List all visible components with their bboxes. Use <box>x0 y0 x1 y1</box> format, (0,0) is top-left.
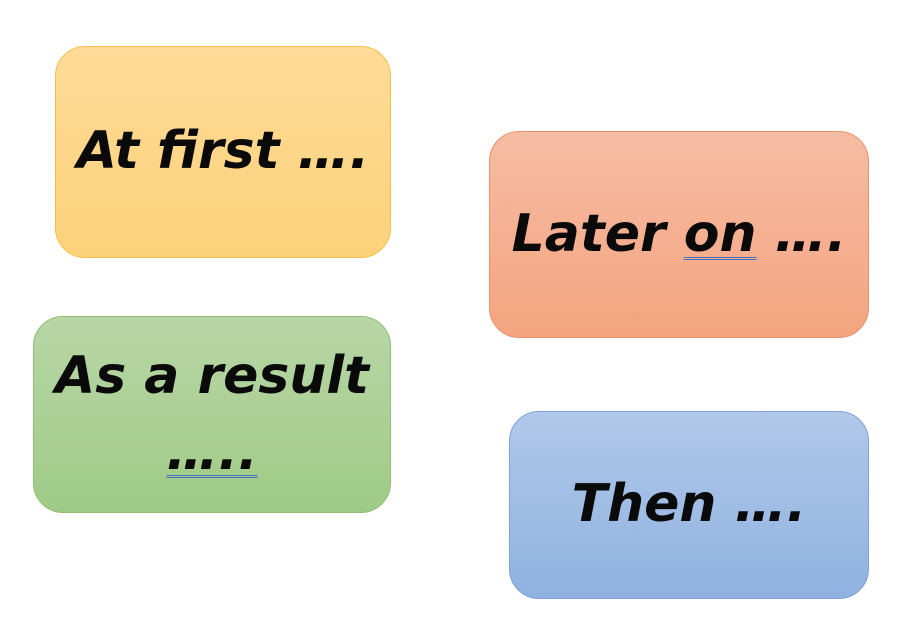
card-later-on-text: Later on …. <box>512 197 847 272</box>
card-then-text: Then …. <box>571 474 807 535</box>
card-as-a-result: As a result ….. <box>33 316 391 513</box>
card-later-on-word1: Later <box>511 203 666 264</box>
card-later-on-word2: on <box>683 203 757 264</box>
card-later-on-suffix: …. <box>774 203 847 264</box>
card-at-first: At first …. <box>55 46 391 258</box>
card-at-first-text: At first …. <box>76 121 370 182</box>
card-as-a-result-line1: As a result <box>54 346 370 407</box>
card-later-on: Later on …. <box>489 131 869 338</box>
card-then: Then …. <box>509 411 869 599</box>
card-as-a-result-line2: ….. <box>166 421 258 482</box>
